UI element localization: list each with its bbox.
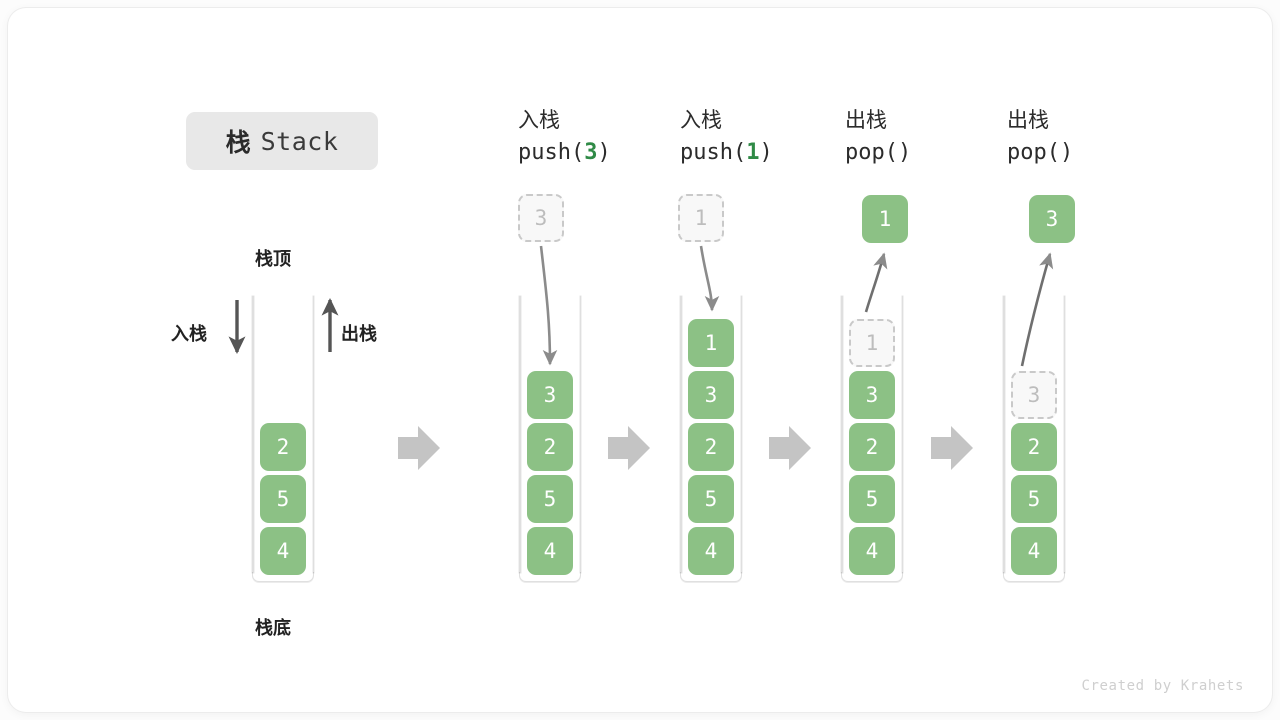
stack-wall-right	[901, 296, 903, 573]
stack-cell: 3	[688, 371, 734, 419]
fn-prefix: push(	[680, 140, 747, 165]
stack-wall-left	[519, 296, 521, 573]
incoming-ghost-cell-3: 3	[518, 194, 564, 242]
stack-cell: 3	[849, 371, 895, 419]
stack-cell: 4	[527, 527, 573, 575]
stack-cell: 2	[527, 423, 573, 471]
op-label-cn: 入栈	[518, 109, 560, 132]
fn-prefix: pop(	[1007, 140, 1060, 165]
stack-floor	[680, 572, 742, 582]
stack-floor	[519, 572, 581, 582]
stack-cell-ghost: 3	[1011, 371, 1057, 419]
column-header-push-3: 入栈 push(3)	[518, 106, 698, 170]
title-badge: 栈 Stack	[186, 112, 378, 170]
stack-floor	[1003, 572, 1065, 582]
stack-wall-right	[1063, 296, 1065, 573]
popped-cell-1: 1	[862, 195, 908, 243]
op-label-fn: pop()	[1007, 136, 1187, 170]
stack-wall-right	[579, 296, 581, 573]
stack-cell: 5	[527, 475, 573, 523]
stack-wall-right	[312, 296, 314, 573]
label-stack-top: 栈顶	[255, 249, 291, 269]
column-header-push-1: 入栈 push(1)	[680, 106, 860, 170]
stack-floor	[252, 572, 314, 582]
fn-suffix: )	[897, 140, 912, 165]
stack-cell: 5	[260, 475, 306, 523]
fn-suffix: )	[1059, 140, 1074, 165]
stack-wall-left	[841, 296, 843, 573]
op-label-fn: push(1)	[680, 136, 860, 170]
stack-cell: 5	[849, 475, 895, 523]
op-label-fn: push(3)	[518, 136, 698, 170]
fn-suffix: )	[597, 140, 611, 165]
title-en: Stack	[260, 126, 339, 156]
stack-floor	[841, 572, 903, 582]
stack-cell: 2	[1011, 423, 1057, 471]
op-label-fn: pop()	[845, 136, 1025, 170]
column-header-pop-1: 出栈 pop()	[845, 106, 1025, 170]
fn-argument: 1	[746, 140, 760, 165]
op-label-cn: 出栈	[845, 109, 887, 132]
label-push-side: 入栈	[171, 324, 207, 344]
op-label-cn: 出栈	[1007, 109, 1049, 132]
stack-cell: 1	[688, 319, 734, 367]
stack-container-push-1: 1 3 2 5 4	[680, 296, 742, 582]
stack-cell: 3	[527, 371, 573, 419]
fn-prefix: pop(	[845, 140, 898, 165]
stack-cell-ghost: 1	[849, 319, 895, 367]
op-label-cn: 入栈	[680, 109, 722, 132]
stack-cell: 2	[688, 423, 734, 471]
stack-wall-left	[252, 296, 254, 573]
label-stack-bottom: 栈底	[255, 618, 291, 638]
incoming-ghost-cell-1: 1	[678, 194, 724, 242]
stack-cell: 4	[688, 527, 734, 575]
popped-cell-3: 3	[1029, 195, 1075, 243]
stack-container-pop-3: 3 2 5 4	[1003, 296, 1065, 582]
stack-cell: 4	[849, 527, 895, 575]
column-header-pop-3: 出栈 pop()	[1007, 106, 1187, 170]
stack-container-initial: 2 5 4	[252, 296, 314, 582]
stack-cell: 4	[1011, 527, 1057, 575]
stack-wall-left	[1003, 296, 1005, 573]
title-cn: 栈	[225, 129, 251, 157]
stack-cell: 4	[260, 527, 306, 575]
fn-argument: 3	[584, 140, 598, 165]
stack-cell: 5	[688, 475, 734, 523]
stack-wall-left	[680, 296, 682, 573]
stack-wall-right	[740, 296, 742, 573]
stack-container-push-3: 3 2 5 4	[519, 296, 581, 582]
stack-cell: 2	[260, 423, 306, 471]
label-pop-side: 出栈	[341, 324, 377, 344]
footer-credit: Created by Krahets	[1081, 678, 1244, 694]
stack-cell: 5	[1011, 475, 1057, 523]
fn-prefix: push(	[518, 140, 585, 165]
stack-cell: 2	[849, 423, 895, 471]
stack-container-pop-1: 1 3 2 5 4	[841, 296, 903, 582]
fn-suffix: )	[759, 140, 773, 165]
